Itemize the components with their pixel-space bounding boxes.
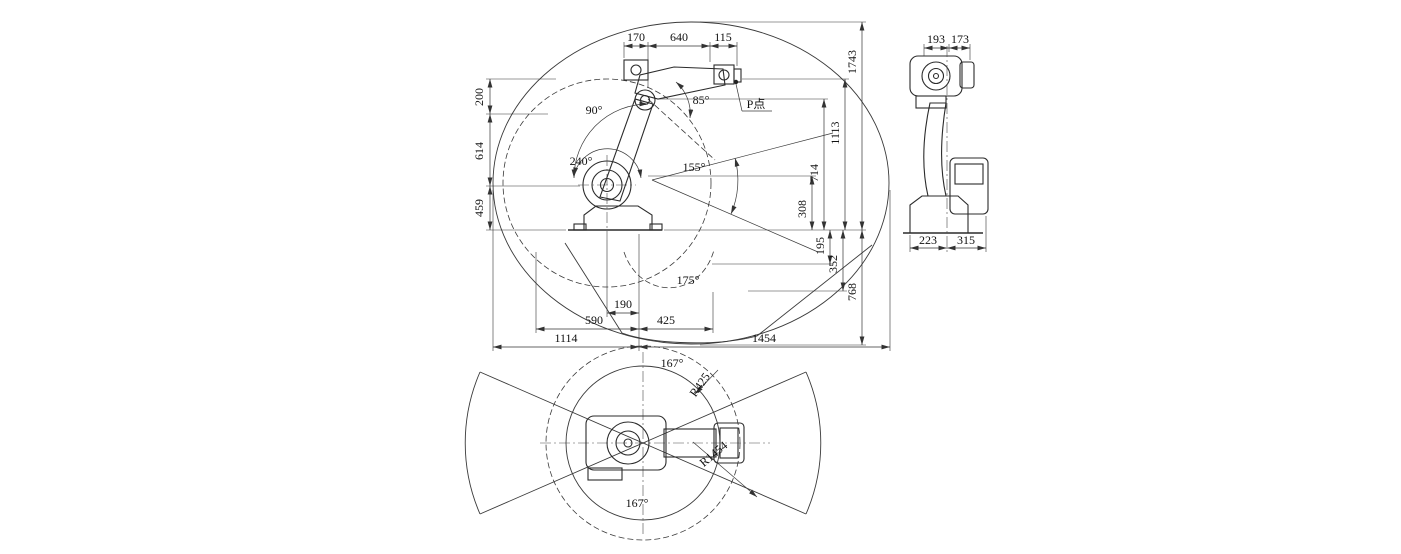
- dim-308: 308: [795, 200, 809, 218]
- robot-side: [903, 46, 989, 252]
- dim-1113: 1113: [828, 121, 842, 144]
- top-j1-hub: [615, 430, 641, 456]
- top-j1-ring: [606, 421, 650, 465]
- arc-90: [571, 101, 649, 179]
- side-top-dims: 193 173: [923, 32, 971, 60]
- dim-459: 459: [472, 199, 486, 217]
- dim-614: 614: [472, 142, 486, 160]
- envelope-lower-left-edge: [564, 242, 623, 334]
- p-point-callout: P点: [733, 79, 772, 112]
- dim-193: 193: [927, 32, 945, 46]
- arm-alt-position-dashed: [647, 98, 716, 161]
- j3-motor: [623, 59, 649, 81]
- envelope-lower-right-edge: [756, 244, 873, 337]
- angle-90-label: 90°: [586, 103, 603, 117]
- dim-200: 200: [472, 88, 486, 106]
- fan-right-upper-edge: [642, 371, 807, 444]
- angle-85-label: 85°: [693, 93, 710, 107]
- fan-left-arc: [464, 371, 481, 515]
- arc-175-dashed: [623, 249, 715, 288]
- j3-motor-cap: [630, 64, 642, 76]
- work-envelope: [492, 21, 890, 345]
- side-bottom-dims: 223 315: [909, 216, 987, 252]
- dim-1454: 1454: [752, 331, 776, 345]
- side-base: [909, 195, 969, 234]
- top-view: 167° 167° R425 R1454: [464, 345, 822, 541]
- angle-167-bottom-label: 167°: [626, 496, 649, 510]
- front-view: P点 90° 85° 240° 155° 175° 170 640 115: [472, 21, 891, 351]
- front-angles: 90° 85° 240° 155° 175°: [570, 81, 710, 287]
- dim-768: 768: [845, 283, 859, 301]
- p-point-dot: [733, 79, 739, 85]
- fan-right-lower-edge: [642, 442, 807, 515]
- fan-right-arc-r1454: [805, 371, 822, 515]
- side-shoulder-ring: [921, 61, 951, 91]
- p-point-leader: [735, 83, 743, 112]
- angle-240-label: 240°: [570, 154, 593, 168]
- side-shoulder-bracket: [959, 61, 975, 89]
- dim-115: 115: [714, 30, 732, 44]
- dim-223: 223: [919, 233, 937, 247]
- top-wrist-plate: [719, 427, 739, 459]
- foot-pad-right: [649, 223, 663, 231]
- top-j1-axis: [623, 438, 633, 448]
- side-motor-box: [949, 157, 989, 215]
- side-shoulder-hub: [927, 67, 945, 85]
- dim-425: 425: [657, 313, 675, 327]
- r1454-leader: [692, 441, 758, 498]
- envelope-bottom-arc: [621, 332, 758, 344]
- dim-195: 195: [813, 237, 827, 255]
- wedge-upper-line: [651, 132, 834, 181]
- p-point-label: P点: [747, 97, 766, 111]
- dim-190: 190: [614, 297, 632, 311]
- radius-r425-label: R425: [687, 370, 713, 399]
- top-wrist: [713, 422, 745, 464]
- dim-1743: 1743: [845, 50, 859, 74]
- side-motor-panel: [954, 163, 984, 185]
- dim-170: 170: [627, 30, 645, 44]
- foot-pad-left: [573, 223, 587, 231]
- front-left-dims: 200 614 459: [472, 78, 580, 231]
- dim-590: 590: [585, 313, 603, 327]
- side-shoulder-axis: [932, 72, 940, 80]
- wedge-lower-line: [651, 179, 819, 253]
- top-arm: [663, 428, 717, 458]
- side-neck: [915, 95, 947, 109]
- dim-352: 352: [826, 255, 840, 273]
- side-view: 193 173 223 315: [903, 32, 989, 252]
- dim-1114: 1114: [554, 331, 577, 345]
- dim-714: 714: [807, 164, 821, 182]
- dim-640: 640: [670, 30, 688, 44]
- dim-173: 173: [951, 32, 969, 46]
- angle-167-top-label: 167°: [661, 356, 684, 370]
- arc-85: [675, 81, 694, 119]
- fan-left-upper-edge: [479, 371, 644, 444]
- side-column: [923, 102, 947, 197]
- arc-240: [573, 148, 643, 179]
- top-envelope: [464, 345, 822, 541]
- envelope-outer-boundary: [492, 21, 890, 345]
- front-bottom-dims: 190 590 425 1114 1454: [492, 190, 891, 351]
- robot-front: [568, 59, 742, 240]
- wrist-axis: [718, 69, 730, 81]
- front-right-dims: 1743 1113 714 308 195 352 768: [648, 21, 866, 346]
- top-body: [585, 415, 667, 471]
- robot-top: [585, 415, 745, 481]
- dim-315: 315: [957, 233, 975, 247]
- angle-175-label: 175°: [677, 273, 700, 287]
- fan-left-lower-edge: [479, 442, 644, 515]
- angle-155-label: 155°: [683, 160, 706, 174]
- lower-arm: [599, 98, 654, 202]
- arc-155: [730, 157, 740, 215]
- robot-base: [583, 205, 653, 231]
- r425-leader: [694, 369, 719, 395]
- top-junction-box: [587, 467, 623, 481]
- top-annotations: 167° 167° R425 R1454: [626, 356, 758, 510]
- front-top-dims: 170 640 115: [623, 30, 738, 88]
